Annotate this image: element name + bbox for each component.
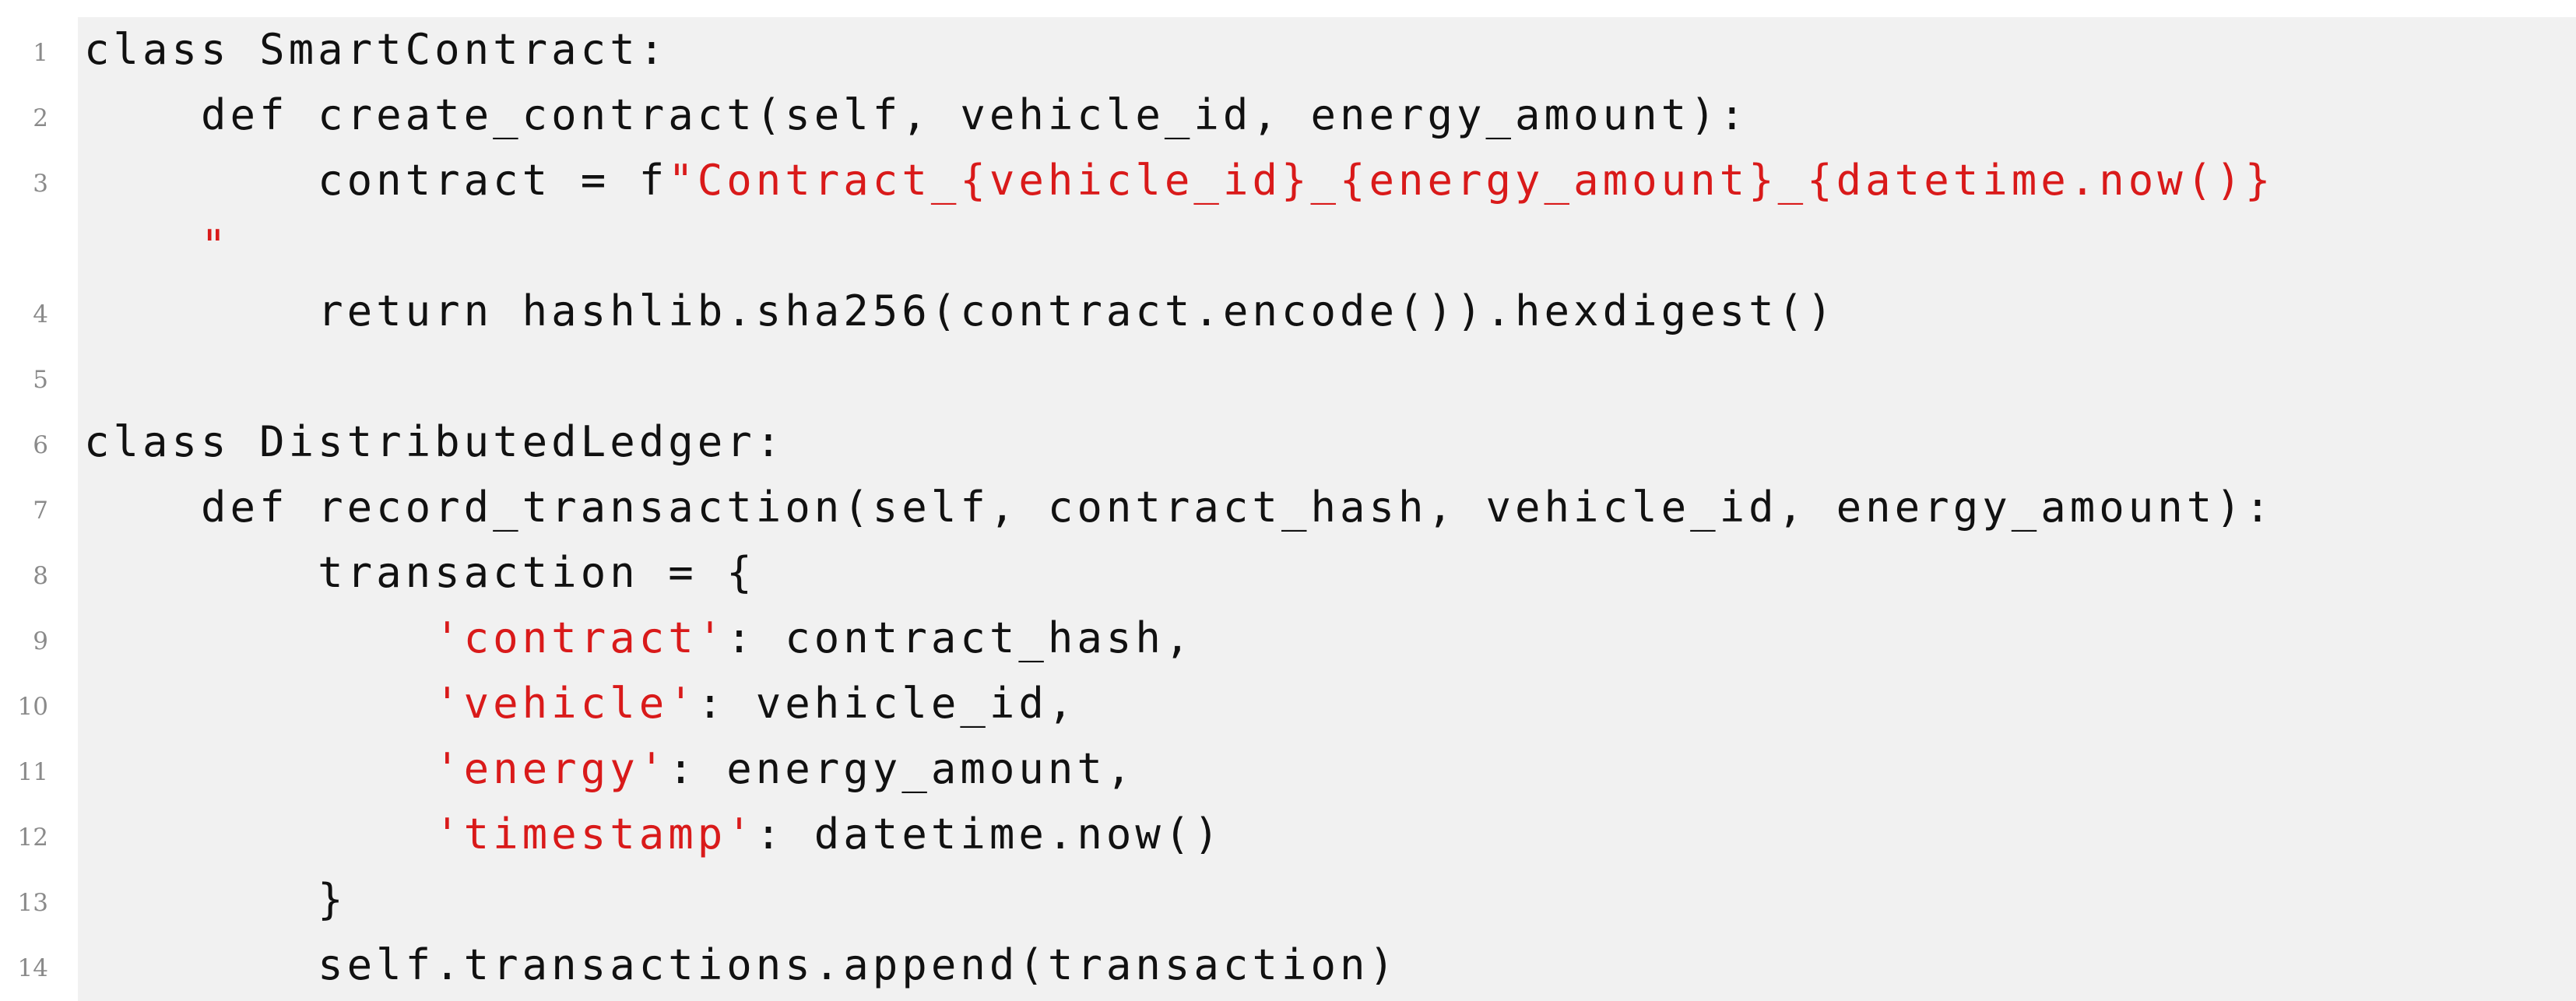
indent	[84, 613, 434, 662]
indent	[84, 221, 201, 270]
code-token: def record_transaction(self, contract_ha…	[201, 483, 2275, 532]
indent	[84, 744, 434, 793]
code-token: contract = f	[318, 156, 669, 205]
line-number: 2	[33, 104, 48, 132]
code-text: def record_transaction(self, contract_ha…	[84, 475, 2274, 540]
line-number: 10	[17, 693, 48, 721]
indent	[84, 156, 318, 205]
line-number: 12	[17, 824, 48, 852]
line-number: 7	[33, 497, 48, 525]
code-token: : contract_hash,	[726, 613, 1194, 662]
code-token: : energy_amount,	[668, 744, 1136, 793]
code-token: : vehicle_id,	[697, 679, 1077, 728]
code-line: 7 def record_transaction(self, contract_…	[0, 475, 2576, 540]
code-text: 'contract': contract_hash,	[84, 606, 1193, 671]
code-token: def create_contract(self, vehicle_id, en…	[201, 90, 1749, 139]
code-line: 12 'timestamp': datetime.now()	[0, 802, 2576, 867]
line-number: 1	[33, 39, 48, 67]
code-line: 6 class DistributedLedger:	[0, 409, 2576, 475]
line-number: 3	[33, 170, 48, 198]
code-line: 11 'energy': energy_amount,	[0, 736, 2576, 802]
line-number: 6	[33, 431, 48, 459]
code-line: 3 contract = f"Contract_{vehicle_id}_{en…	[0, 148, 2576, 213]
line-number: 4	[33, 300, 48, 328]
code-token: class SmartContract:	[84, 25, 669, 74]
indent	[84, 548, 318, 597]
code-text: transaction = {	[84, 540, 756, 606]
indent	[84, 483, 201, 532]
code-line: 1 class SmartContract:	[0, 17, 2576, 83]
code-text: 'energy': energy_amount,	[84, 736, 1135, 802]
code-line: 5	[0, 344, 2576, 409]
code-text: return hashlib.sha256(contract.encode())…	[84, 279, 1836, 344]
line-number: 8	[33, 562, 48, 590]
string-literal: "Contract_{vehicle_id}_{energy_amount}_{…	[668, 156, 2275, 205]
code-listing: 1 class SmartContract: 2 def create_contra…	[0, 17, 2576, 1001]
line-number: 14	[17, 954, 48, 982]
string-literal: "	[201, 221, 230, 270]
string-literal: 'timestamp'	[434, 810, 756, 859]
code-text: class DistributedLedger:	[84, 409, 785, 475]
indent	[84, 90, 201, 139]
code-line: 10 'vehicle': vehicle_id,	[0, 671, 2576, 736]
code-token: transaction = {	[318, 548, 756, 597]
code-text: def create_contract(self, vehicle_id, en…	[84, 83, 1748, 148]
code-text: "	[84, 213, 230, 279]
code-token: self.transactions.append(transaction)	[318, 940, 1398, 989]
code-text: 'vehicle': vehicle_id,	[84, 671, 1077, 736]
code-text: }	[84, 867, 347, 933]
indent	[84, 810, 434, 859]
code-line: 9 'contract': contract_hash,	[0, 606, 2576, 671]
code-text: class SmartContract:	[84, 17, 668, 83]
code-line: 13 }	[0, 867, 2576, 933]
line-number: 11	[17, 758, 48, 786]
code-background	[78, 17, 2576, 1001]
code-text: self.transactions.append(transaction)	[84, 933, 1398, 998]
indent	[84, 286, 318, 335]
code-token: : datetime.now()	[755, 810, 1223, 859]
code-line: 8 transaction = {	[0, 540, 2576, 606]
code-text: contract = f"Contract_{vehicle_id}_{ener…	[84, 148, 2274, 213]
code-line: "	[0, 213, 2576, 279]
code-line: 4 return hashlib.sha256(contract.encode(…	[0, 279, 2576, 344]
indent	[84, 875, 318, 924]
string-literal: 'energy'	[434, 744, 669, 793]
code-line: 2 def create_contract(self, vehicle_id, …	[0, 83, 2576, 148]
code-text: 'timestamp': datetime.now()	[84, 802, 1223, 867]
code-token: class DistributedLedger:	[84, 417, 785, 466]
string-literal: 'contract'	[434, 613, 727, 662]
code-token: }	[318, 875, 347, 924]
line-number: 9	[33, 627, 48, 655]
string-literal: 'vehicle'	[434, 679, 698, 728]
code-token: return hashlib.sha256(contract.encode())…	[318, 286, 1836, 335]
line-number: 13	[17, 889, 48, 917]
code-line: 14 self.transactions.append(transaction)	[0, 933, 2576, 998]
line-number: 5	[33, 366, 48, 394]
indent	[84, 940, 318, 989]
indent	[84, 679, 434, 728]
